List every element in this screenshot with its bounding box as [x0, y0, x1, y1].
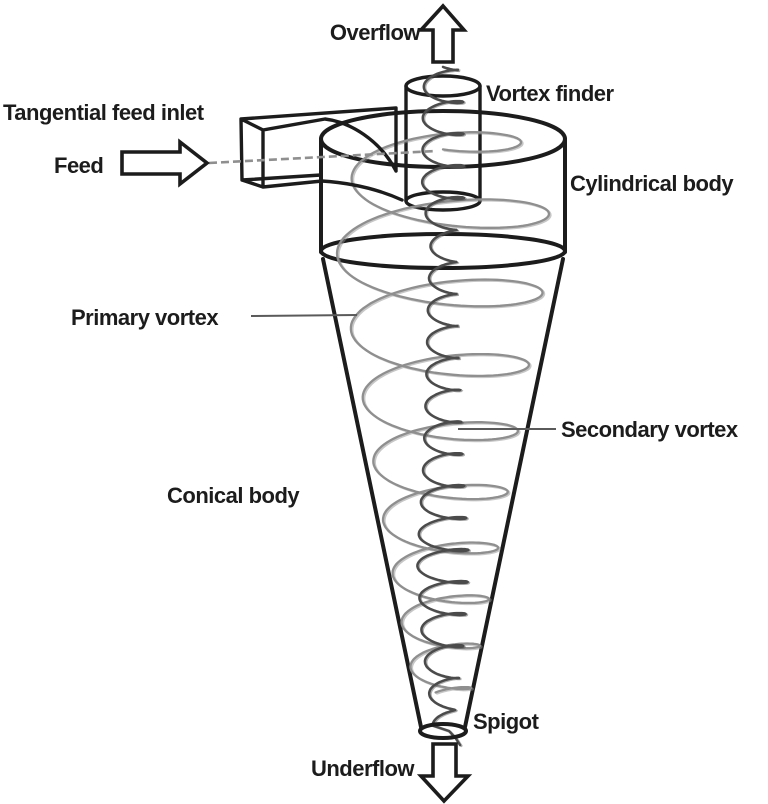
label-spigot: Spigot	[473, 709, 540, 734]
vortex-finder-tube	[404, 74, 482, 212]
label-overflow: Overflow	[330, 20, 422, 45]
label-tangential-feed-inlet: Tangential feed inlet	[3, 100, 205, 125]
label-cylindrical-body: Cylindrical body	[570, 171, 734, 196]
label-underflow: Underflow	[311, 756, 415, 781]
conical-body-shape	[321, 257, 565, 729]
feed-stream-line	[208, 149, 437, 165]
spigot-shape	[418, 722, 468, 740]
primary-vortex-pointer-line	[250, 314, 358, 317]
feed-inlet-duct	[239, 106, 404, 202]
label-conical-body: Conical body	[167, 483, 300, 508]
secondary-vortex-spiral	[416, 65, 471, 748]
primary-vortex-spiral	[335, 131, 552, 695]
label-primary-vortex: Primary vortex	[71, 305, 219, 330]
label-vortex-finder: Vortex finder	[486, 81, 615, 106]
underflow-arrow-icon	[416, 742, 473, 804]
label-secondary-vortex: Secondary vortex	[561, 417, 739, 442]
feed-arrow-icon	[120, 138, 210, 188]
overflow-arrow-icon	[416, 3, 468, 64]
label-feed: Feed	[54, 153, 103, 178]
